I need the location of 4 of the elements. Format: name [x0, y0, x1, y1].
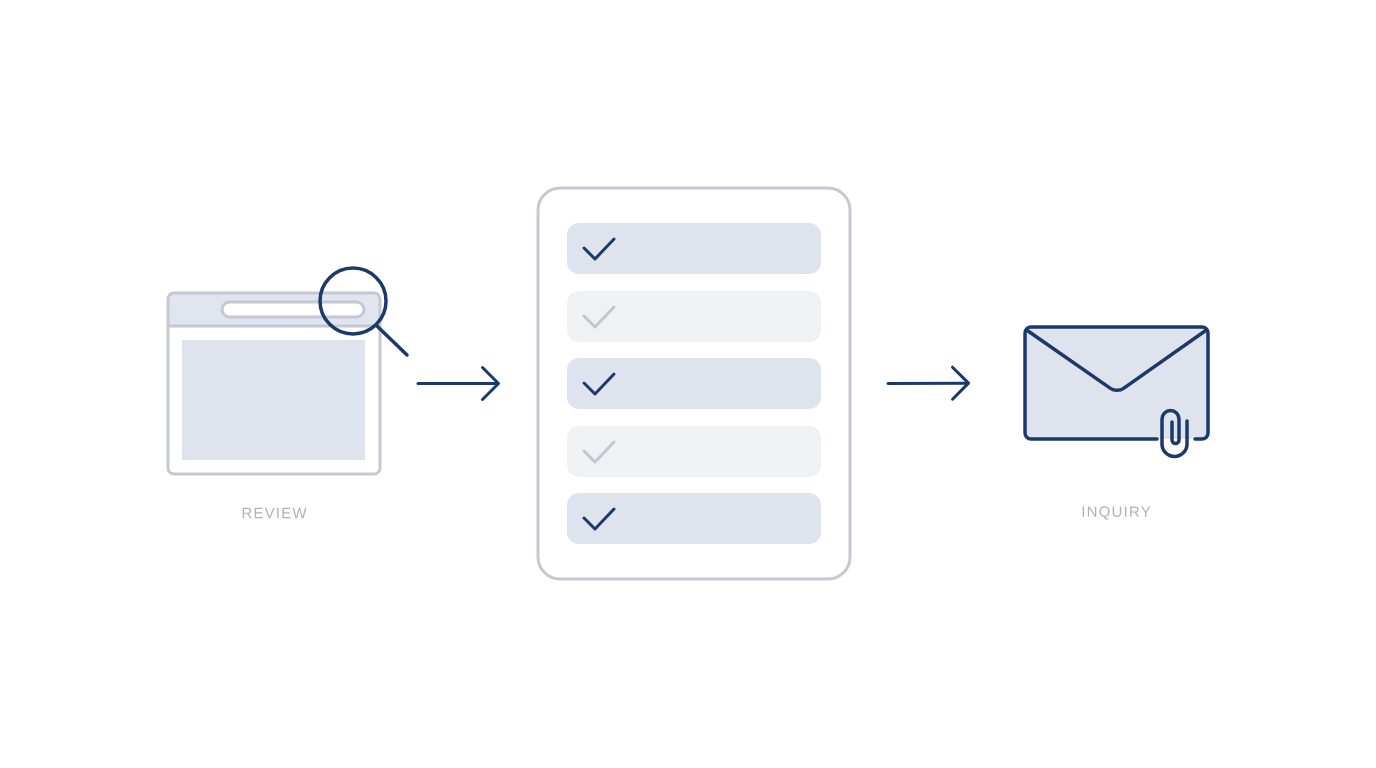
node-label: INQUIRY: [1082, 506, 1151, 520]
node-label: REVIEW: [242, 507, 307, 519]
arrow: [886, 365, 970, 401]
arrow: [416, 366, 500, 401]
